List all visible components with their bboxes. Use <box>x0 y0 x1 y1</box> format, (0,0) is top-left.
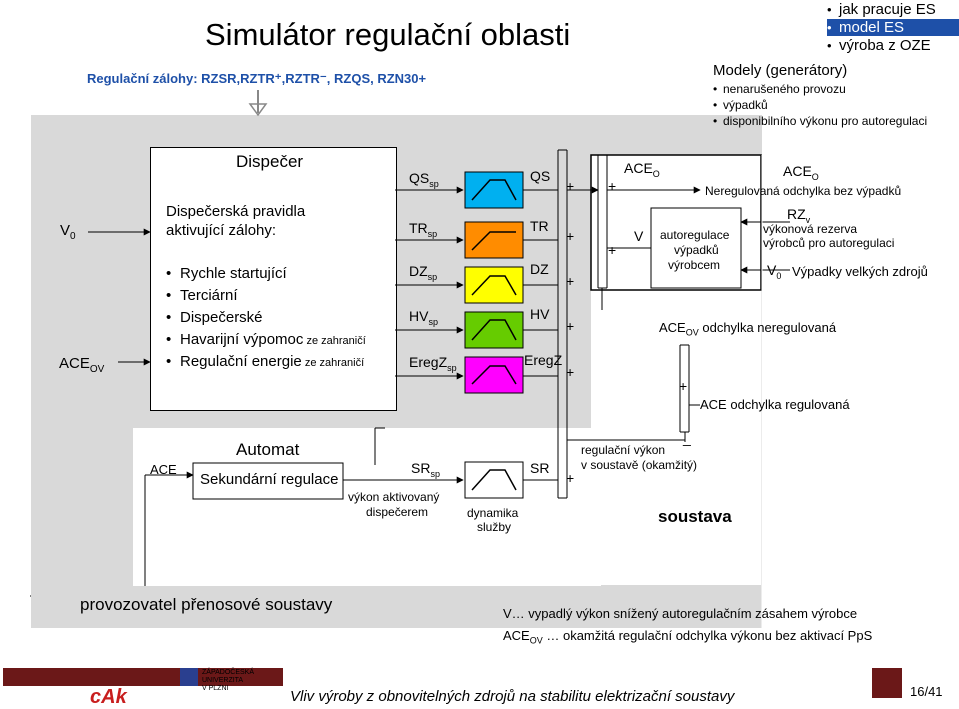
model-item: výpadků <box>713 98 768 112</box>
dispecer-item: Rychle startující <box>166 265 287 282</box>
page-number: 16/41 <box>910 684 943 699</box>
plus-sign: + <box>566 273 575 289</box>
qs-output-label: QS <box>530 168 551 184</box>
header-down-arrow <box>248 90 268 117</box>
autoregulace-line2: výpadků <box>674 243 719 257</box>
ace-o-label: ACEO <box>624 160 660 179</box>
nav-vyroba-z-oze[interactable]: výroba z OZE <box>827 37 931 54</box>
model-item: nenarušeného provozu <box>713 82 846 96</box>
autoregulace-line1: autoregulace <box>660 228 730 242</box>
hv-output-label: HV <box>530 306 550 322</box>
footer-title: Vliv výroby z obnovitelných zdrojů na st… <box>290 688 735 705</box>
eregz-output-label: EregZ <box>524 352 563 368</box>
sr-output-label: SR <box>530 460 550 476</box>
automat-block <box>133 428 601 588</box>
legend-rzv-desc2: výrobců pro autoregulaci <box>763 236 895 250</box>
dz-output-label: DZ <box>530 261 549 277</box>
operator-label: provozovatel přenosové soustavy <box>80 595 333 614</box>
legend-ace-ov: ACEOV odchylka neregulovaná <box>659 320 837 338</box>
plus-sign: + <box>566 228 575 244</box>
logo-right-box <box>872 668 902 698</box>
plus-sign: + <box>608 178 617 194</box>
dispecer-item: Dispečerské <box>166 309 263 326</box>
dispecer-item: Havarijní výpomoc ze zahraničí <box>166 331 366 348</box>
ace-ov-input-label: ACEOV <box>59 355 105 375</box>
logo-zcu-line3: V PLZNI <box>202 685 229 692</box>
logo-cak: cAk <box>90 686 127 708</box>
activated-line2: dispečerem <box>366 505 429 519</box>
dispecer-item: Regulační energie ze zahraničí <box>166 353 364 370</box>
rules-line2: aktivující zálohy: <box>166 222 277 239</box>
reg-power-line1: regulační výkon <box>581 443 666 457</box>
legend-v0-desc: Výpadky velkých zdrojů <box>792 264 928 279</box>
legend-ace-o: ACEO <box>783 163 819 182</box>
legend-v0: V0 <box>767 262 782 281</box>
plus-sign: + <box>608 242 617 258</box>
minus-sign: _ <box>683 430 691 446</box>
definition-ace-ov: ACEOV … okamžitá regulační odchylka výko… <box>503 628 873 646</box>
plus-sign: + <box>679 378 688 394</box>
v-label: V <box>634 228 644 244</box>
rules-line1: Dispečerská pravidla <box>166 203 306 220</box>
models-title: Modely (generátory) <box>713 62 848 79</box>
logo-stripe <box>3 668 283 686</box>
logo-zcu-line1: ZÁPADOČESKÁ <box>202 669 254 676</box>
model-item: disponibilního výkonu pro autoregulaci <box>713 114 927 128</box>
activated-line1: výkon aktivovaný <box>348 490 440 504</box>
legend-rzv-desc1: výkonová rezerva <box>763 222 858 236</box>
dispecer-item: Terciární <box>166 287 238 304</box>
qs-sp-label: QSsp <box>409 170 439 189</box>
dispecer-title: Dispečer <box>236 152 304 171</box>
eregz-sp-label: EregZsp <box>409 354 457 373</box>
plus-sign: + <box>566 364 575 380</box>
legend-ace-reg: ACE odchylka regulovaná <box>700 397 850 412</box>
reserve-subtitle: Regulační zálohy: RZSR,RZTR⁺,RZTR⁻, RZQS… <box>87 71 427 86</box>
legend-rzv: RZv <box>787 206 811 225</box>
automat-ace-label: ACE <box>150 462 177 477</box>
logo-zcu-line2: UNIVERZITA <box>202 677 244 684</box>
dz-sp-label: DZsp <box>409 263 438 282</box>
autoregulace-line3: výrobcem <box>668 258 721 272</box>
logo-zcu-badge <box>180 668 198 686</box>
page-title: Simulátor regulační oblasti <box>205 17 571 52</box>
dynamics-line2: služby <box>477 520 512 534</box>
plus-sign: + <box>566 178 575 194</box>
tr-output-label: TR <box>530 218 549 234</box>
reg-power-line2: v soustavě (okamžitý) <box>581 458 698 472</box>
legend-ace-o-desc: Neregulovaná odchylka bez výpadků <box>705 184 902 198</box>
sr-sp-label: SRsp <box>411 460 440 479</box>
dynamics-line1: dynamika <box>467 506 519 520</box>
automat-title: Automat <box>236 440 300 459</box>
plus-sign: + <box>566 318 575 334</box>
nav-model-es[interactable]: model ES <box>827 19 959 36</box>
soustava-title: soustava <box>658 507 732 526</box>
v0-input-label: V0 <box>60 222 76 242</box>
tr-sp-label: TRsp <box>409 220 438 239</box>
nav-jak-pracuje-es[interactable]: jak pracuje ES <box>827 1 936 18</box>
hv-sp-label: HVsp <box>409 308 438 327</box>
sekundarni-regulace-label: Sekundární regulace <box>200 471 339 488</box>
plus-sign: + <box>566 470 575 486</box>
definition-v: V… vypadlý výkon snížený autoregulačním … <box>503 606 858 621</box>
